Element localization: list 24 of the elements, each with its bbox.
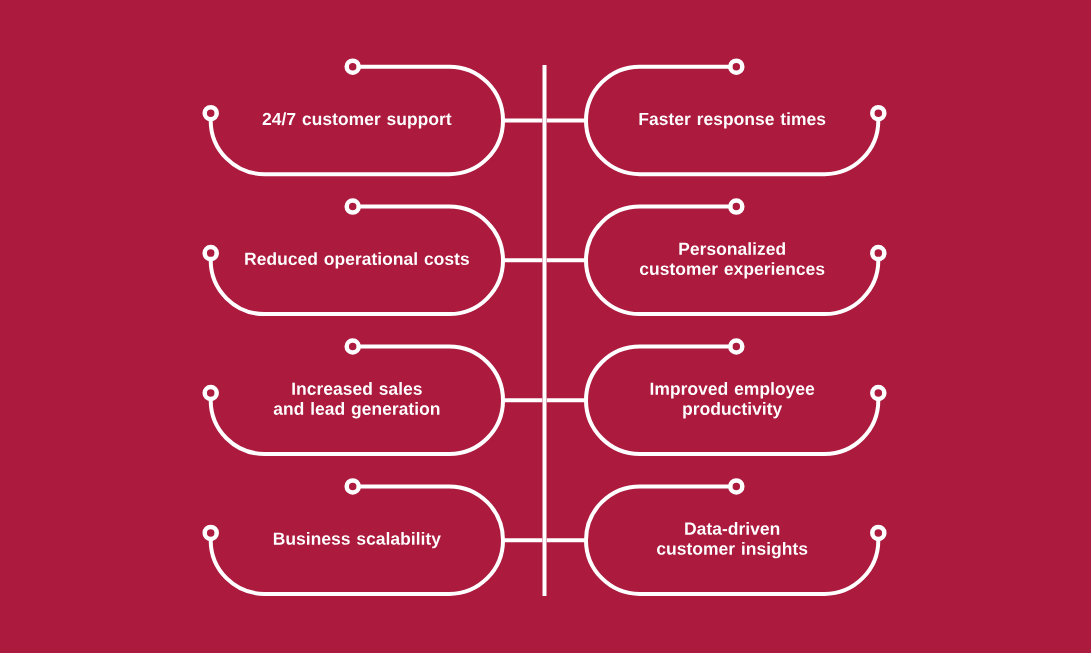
connector-line (503, 118, 543, 123)
connector-line (503, 258, 543, 263)
node-label: Personalized customer experiences (639, 242, 825, 279)
connector-line (546, 398, 586, 403)
rounded-frame: 24/7 customer support (202, 58, 505, 177)
node-label: Improved employee productivity (650, 382, 815, 419)
node-label: Faster response times (639, 112, 826, 129)
node-label: Data-driven customer insights (657, 521, 808, 559)
rounded-frame: Business scalability (202, 478, 505, 596)
connector-line (546, 258, 586, 263)
node-label: Reduced operational costs (245, 252, 469, 269)
rounded-frame: Increased sales and lead generation (202, 338, 505, 456)
node-label: 24/7 customer support (262, 112, 452, 129)
rounded-frame: Faster response times (584, 58, 887, 177)
rounded-frame: Data-driven customer insights (584, 478, 887, 596)
rounded-frame: Improved employee productivity (584, 338, 887, 456)
connector-line (546, 538, 586, 543)
node-label: Business scalability (273, 531, 441, 549)
connector-line (503, 398, 543, 403)
node-label: Increased sales and lead generation (273, 382, 440, 419)
rounded-frame: Reduced operational costs (202, 198, 505, 317)
connector-line (546, 118, 586, 123)
connector-line (503, 538, 543, 543)
rounded-frame: Personalized customer experiences (584, 198, 887, 317)
